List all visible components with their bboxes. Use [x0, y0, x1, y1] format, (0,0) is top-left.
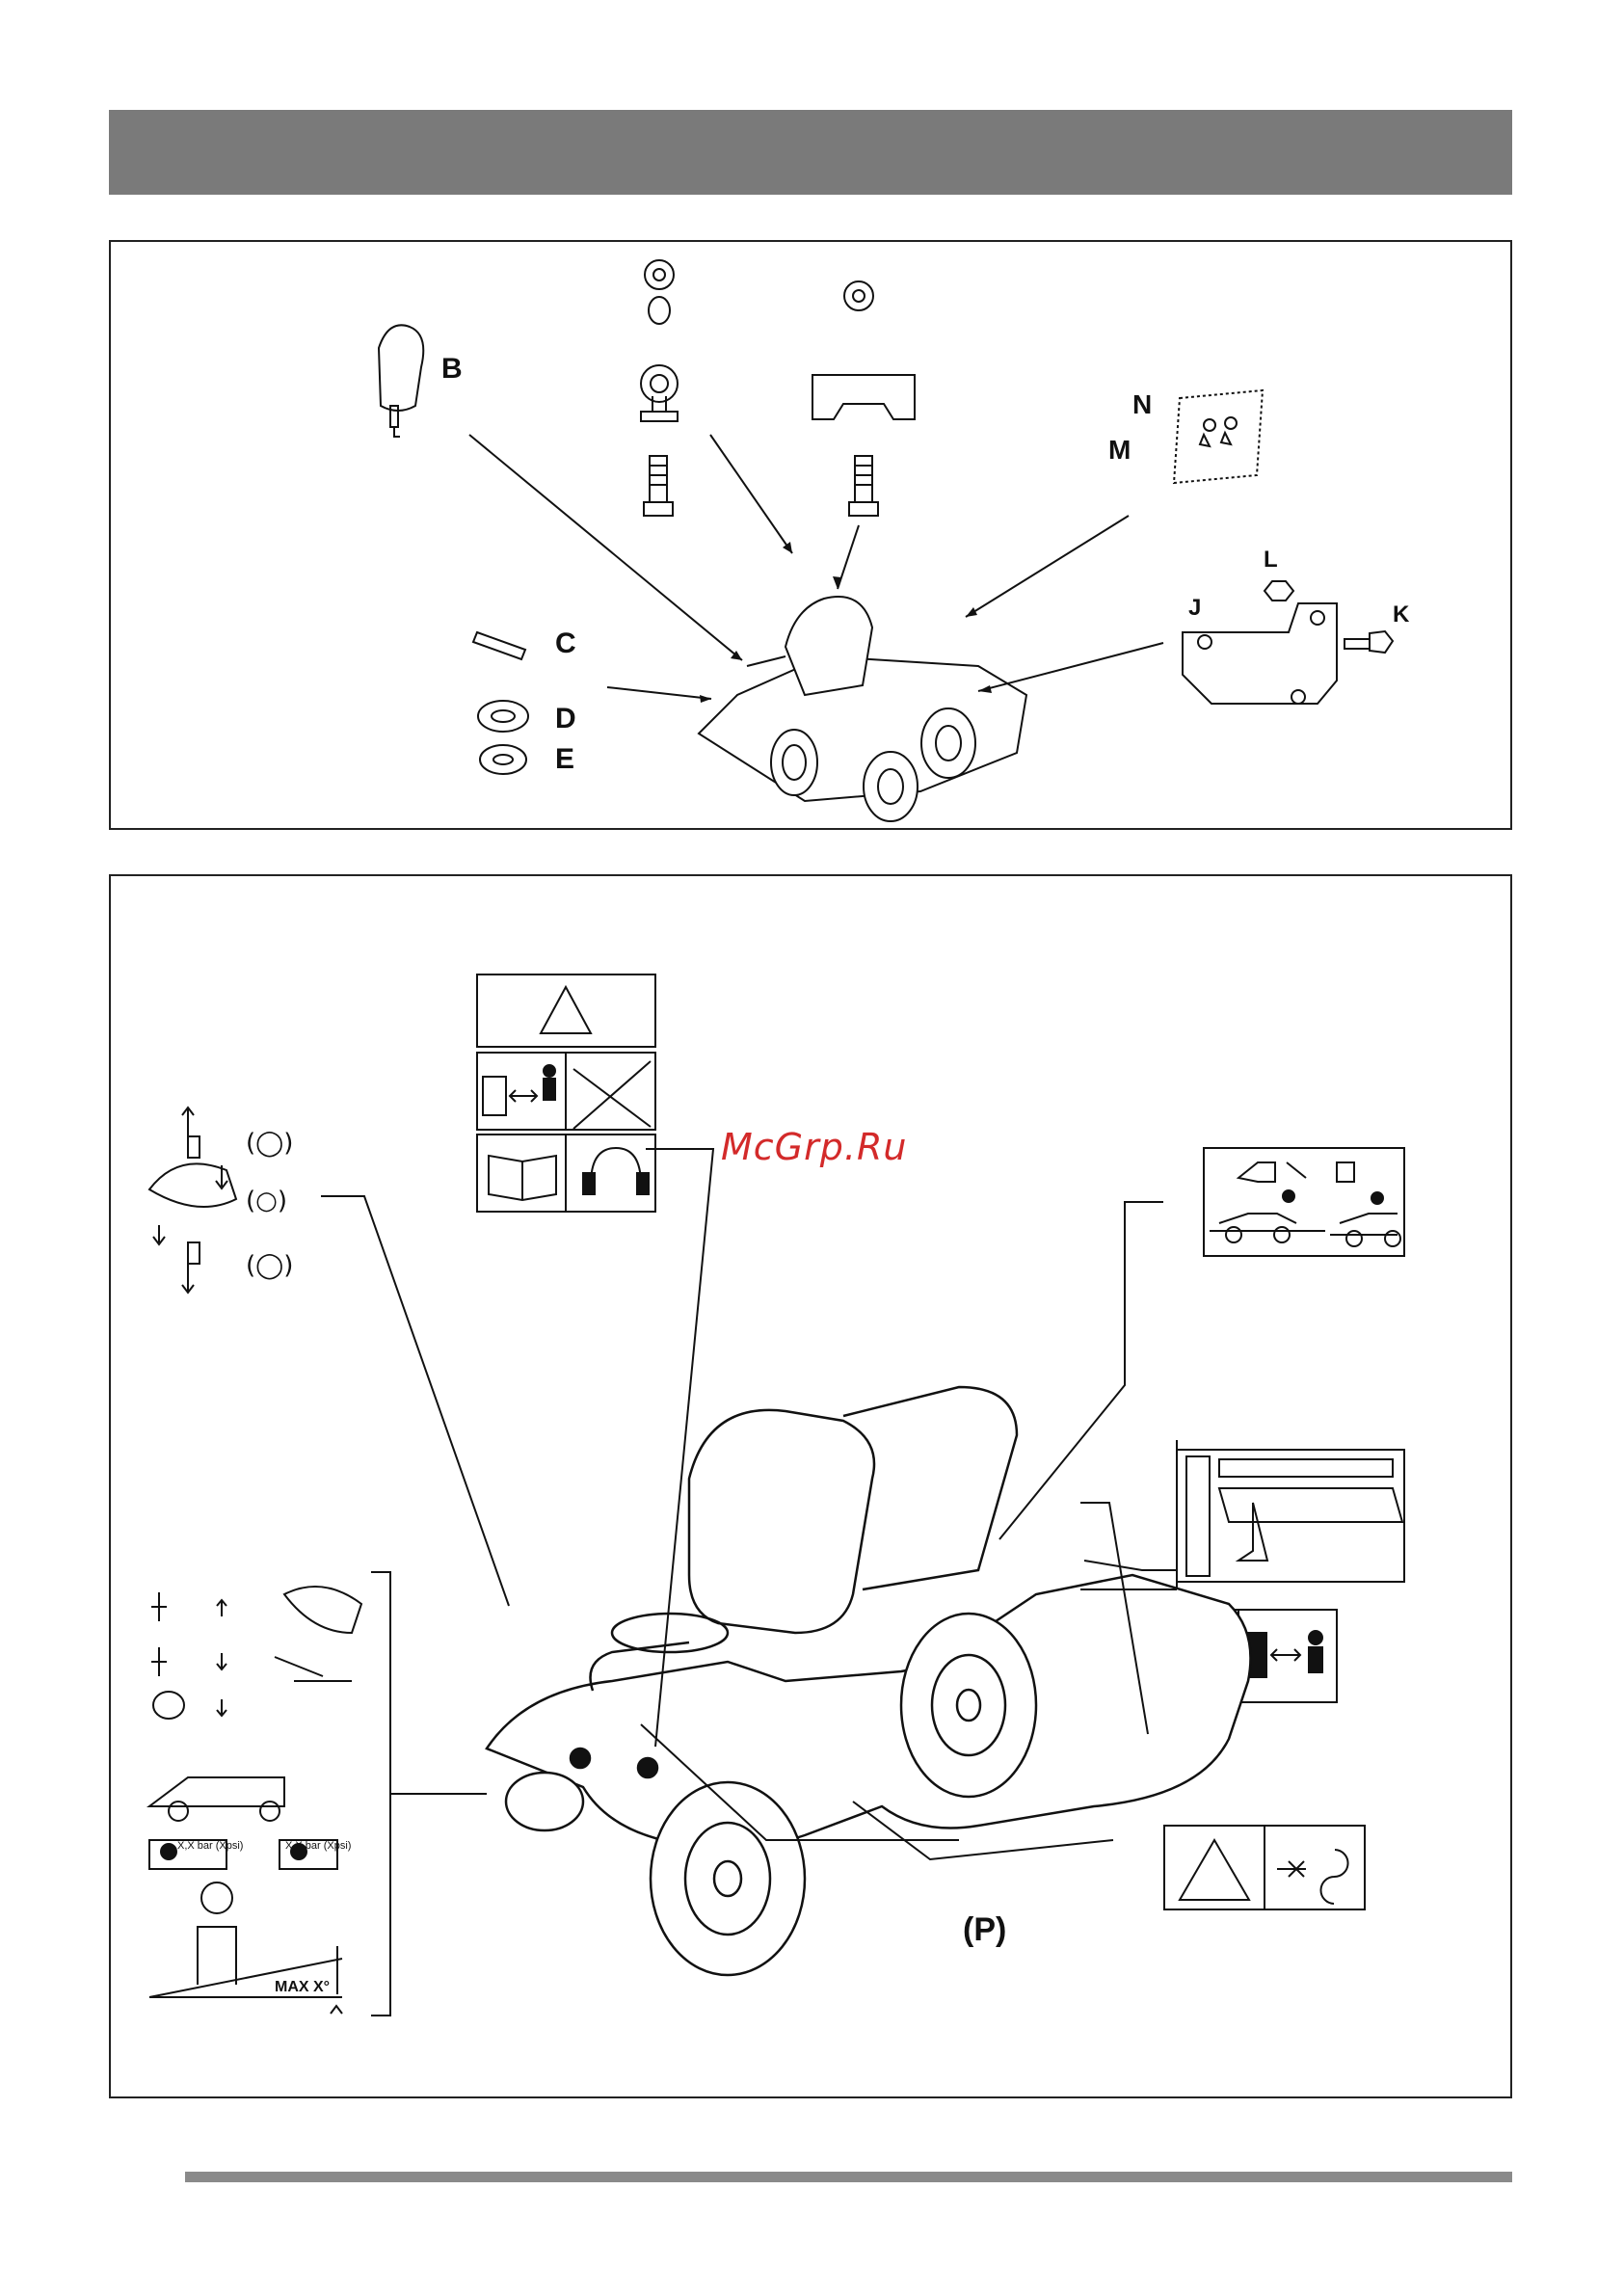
ear-protection-icon	[591, 1148, 641, 1185]
pressure-left-label: X,X bar (Xpsi)	[177, 1840, 243, 1852]
label-l: L	[1264, 547, 1278, 573]
bracket-icon	[1183, 603, 1337, 704]
bracket-icon	[812, 375, 915, 419]
bolt-icon-2	[849, 456, 878, 516]
mower-tractor-icon	[699, 597, 1026, 821]
safety-decal	[477, 974, 655, 1212]
label-c: C	[555, 627, 576, 659]
svg-text:(◯): (◯)	[246, 1129, 293, 1158]
label-j: J	[1188, 595, 1201, 621]
header-bar	[109, 110, 1512, 195]
pedal-legend	[149, 1587, 361, 2014]
warning-triangle-icon	[541, 987, 591, 1033]
spring-washer-icon	[649, 297, 670, 324]
spacer-icon	[641, 365, 678, 402]
pressure-right-label: X,X bar (Xpsi)	[285, 1840, 351, 1852]
slope-max-label: MAX X°	[275, 1979, 330, 1995]
washer-icon	[480, 745, 526, 774]
washer-icon	[844, 281, 873, 310]
rotation-icon	[1277, 1861, 1306, 1877]
bolt-icon-1	[644, 456, 673, 516]
label-k: K	[1393, 601, 1410, 627]
label-m: M	[1108, 435, 1131, 465]
footer-rule	[185, 2172, 1512, 2182]
svg-text:(○): (○)	[246, 1187, 287, 1215]
washer-icon	[478, 701, 528, 732]
parts-illustration: B C D E J K L M N	[111, 242, 1514, 832]
key-icon	[379, 325, 423, 437]
label-e: E	[555, 743, 574, 775]
mower-tractor-icon	[487, 1387, 1251, 1975]
pin-icon	[473, 632, 525, 659]
bolt-icon-3	[1344, 631, 1393, 653]
label-d: D	[555, 703, 576, 734]
washer-icon	[645, 260, 674, 289]
label-n: N	[1132, 389, 1152, 419]
nut-icon	[1265, 581, 1293, 601]
cutting-decal	[1177, 1450, 1404, 1582]
decals-illustration: (◯) (○) (◯)	[111, 876, 1514, 2100]
control-legend: (◯) (○) (◯)	[149, 1108, 293, 1293]
parking-label: (P)	[963, 1911, 1006, 1948]
label-b: B	[441, 353, 463, 385]
parts-frame: B C D E J K L M N	[109, 240, 1512, 830]
warning-triangle-icon	[1180, 1840, 1249, 1900]
person-icon	[544, 1065, 555, 1077]
decals-frame: (◯) (○) (◯)	[109, 874, 1512, 2098]
reverse-decal	[1204, 1148, 1404, 1256]
watermark: McGrp.Ru	[721, 1126, 907, 1168]
svg-text:(◯): (◯)	[246, 1251, 293, 1280]
